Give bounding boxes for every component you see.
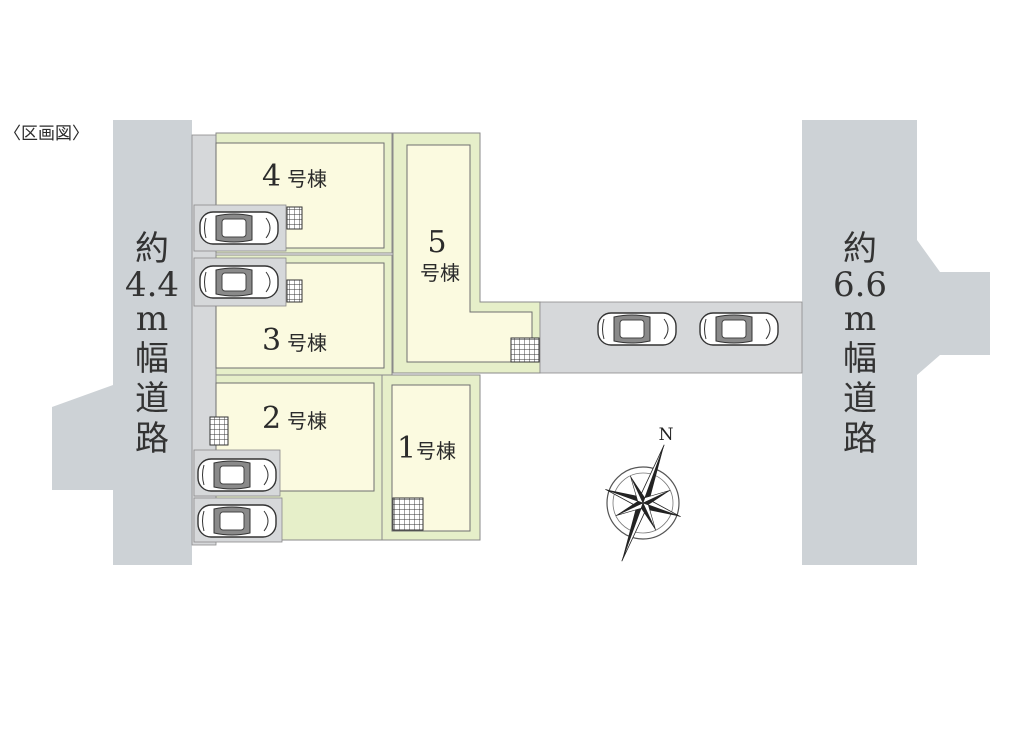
east-road-line-3: m bbox=[844, 299, 876, 339]
east-road-line-1: 約 bbox=[843, 229, 877, 269]
lot-4: 4 号棟 bbox=[193, 132, 393, 254]
compass-ring-inner bbox=[612, 472, 674, 534]
lot-3-number: 3 bbox=[262, 323, 281, 358]
car-icon bbox=[199, 211, 279, 245]
west-road: 約 4.4 m 幅 道 路 bbox=[52, 120, 192, 565]
east-road-line-5: 道 bbox=[843, 379, 877, 419]
car-icon bbox=[197, 458, 277, 492]
west-road-surface bbox=[52, 120, 192, 565]
west-road-line-4: 幅 bbox=[135, 339, 169, 379]
lot-2-meter bbox=[209, 416, 229, 446]
east-road-label: 約 6.6 m 幅 道 路 bbox=[833, 229, 887, 459]
lot-3: 3 号棟 bbox=[193, 254, 393, 376]
lot-5-number: 5 bbox=[427, 225, 446, 260]
lot-4-meter bbox=[286, 206, 303, 230]
car-icon bbox=[199, 265, 279, 299]
west-road-line-2: 4.4 bbox=[125, 265, 179, 305]
car-icon bbox=[197, 504, 277, 538]
lot-3-suffix: 号棟 bbox=[287, 331, 327, 355]
west-road-label: 約 4.4 m 幅 道 路 bbox=[125, 229, 179, 459]
east-road-line-6: 路 bbox=[843, 419, 877, 459]
lot-2: 2 号棟 bbox=[193, 374, 383, 543]
lot-1: 1 号棟 bbox=[381, 374, 481, 541]
lot-5-building bbox=[406, 144, 533, 363]
compass: N bbox=[605, 425, 681, 562]
west-road-line-3: m bbox=[136, 299, 168, 339]
lot-5-meter bbox=[510, 337, 540, 363]
lot-1-number: 1 bbox=[397, 431, 416, 466]
lot-5: 5 号棟 bbox=[392, 132, 541, 374]
lot-4-number: 4 bbox=[262, 159, 281, 194]
car-icon bbox=[699, 312, 779, 346]
west-road-line-1: 約 bbox=[135, 229, 169, 269]
lot-1-suffix: 号棟 bbox=[416, 439, 456, 463]
plan-title: 〈区画図〉 bbox=[4, 124, 89, 144]
lot-4-suffix: 号棟 bbox=[287, 167, 327, 191]
lot-3-meter bbox=[286, 279, 303, 303]
east-road-line-2: 6.6 bbox=[833, 265, 887, 305]
lot-2-suffix: 号棟 bbox=[287, 409, 327, 433]
east-road-surface bbox=[802, 120, 990, 565]
lot-5-suffix: 号棟 bbox=[420, 261, 460, 285]
lot-1-meter bbox=[392, 497, 424, 531]
east-road-line-4: 幅 bbox=[843, 339, 877, 379]
west-road-line-5: 道 bbox=[135, 379, 169, 419]
west-road-line-6: 路 bbox=[135, 419, 169, 459]
compass-ring-outer bbox=[606, 466, 680, 540]
east-road: 約 6.6 m 幅 道 路 bbox=[802, 120, 990, 565]
lot-2-number: 2 bbox=[262, 401, 281, 436]
car-icon bbox=[597, 312, 677, 346]
compass-north-label: N bbox=[659, 425, 674, 445]
driveway bbox=[539, 301, 803, 374]
compass-arrow-icon bbox=[605, 444, 681, 562]
